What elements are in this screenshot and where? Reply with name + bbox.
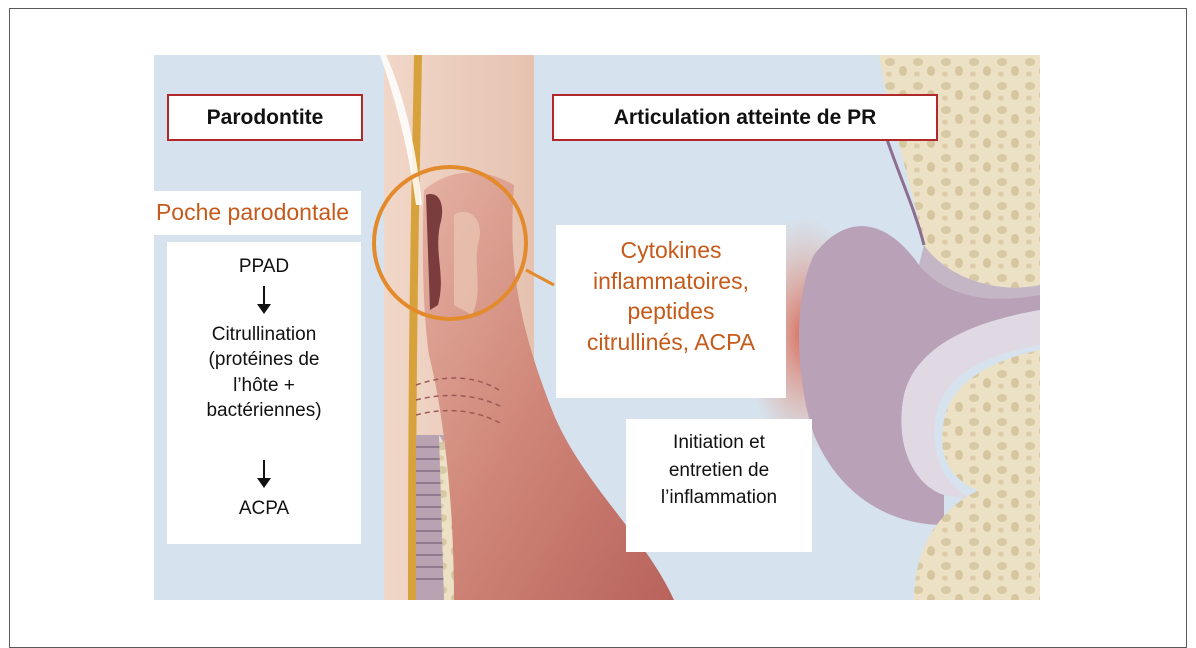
mediators-line-4: citrullinés, ACPA bbox=[556, 327, 786, 358]
pocket-label: Poche parodontale bbox=[154, 197, 361, 228]
pathway-step-citrullination-detail-1: (protéines de bbox=[167, 347, 361, 372]
joint-effect-box: Initiation et entretien de l’inflammatio… bbox=[626, 419, 812, 552]
right-title-box: Articulation atteinte de PR bbox=[552, 94, 938, 141]
pathway-step-citrullination-detail-2: l’hôte + bbox=[167, 373, 361, 398]
illustration-panel: Parodontite Articulation atteinte de PR … bbox=[154, 55, 1040, 600]
pathway-box: PPAD Citrullination (protéines de l’hôte… bbox=[167, 242, 361, 544]
pathway-step-ppad: PPAD bbox=[167, 254, 361, 279]
joint-effect-line-1: Initiation et bbox=[626, 429, 812, 457]
pocket-label-box: Poche parodontale bbox=[154, 191, 361, 235]
mediators-line-1: Cytokines bbox=[556, 235, 786, 266]
pathway-step-acpa: ACPA bbox=[167, 496, 361, 521]
left-title-box: Parodontite bbox=[167, 94, 363, 141]
mediators-line-3: peptides bbox=[556, 296, 786, 327]
right-title: Articulation atteinte de PR bbox=[614, 106, 877, 130]
pathway-step-citrullination-detail-3: bactériennes) bbox=[167, 398, 361, 423]
joint-effect-line-2: entretien de bbox=[626, 457, 812, 485]
joint-effect-line-3: l’inflammation bbox=[626, 484, 812, 512]
arrow-down-2 bbox=[263, 460, 265, 486]
left-title: Parodontite bbox=[207, 106, 324, 130]
pathway-step-citrullination: Citrullination bbox=[167, 322, 361, 347]
mediators-line-2: inflammatoires, bbox=[556, 266, 786, 297]
mediators-box: Cytokines inflammatoires, peptides citru… bbox=[556, 225, 786, 398]
arrow-down-1 bbox=[263, 286, 265, 312]
